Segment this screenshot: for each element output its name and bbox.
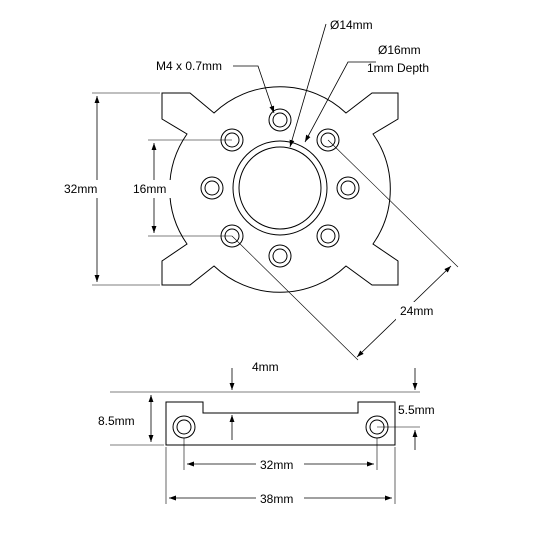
counterbore-depth-label: 1mm Depth [367,61,429,75]
hole-inner [272,112,288,128]
width-label: 38mm [260,492,293,506]
diagonal-label: 24mm [400,304,433,318]
bore-diameter-label: Ø14mm [330,18,373,32]
hole-inner [340,180,356,196]
tap-size-label: M4 x 0.7mm [156,59,222,73]
dim-hole-height-5-5: 5.5mm [377,403,435,450]
hole-inner [320,228,336,244]
inner-spacing-label: 16mm [133,182,166,196]
side-body [165,401,396,446]
hole-inner [204,180,220,196]
dim-diagonal-24: 24mm [231,139,459,361]
side-height-label: 8.5mm [98,414,135,428]
counterbore-diameter-label: Ø16mm [378,43,421,57]
dim-height-8-5: 8.5mm [98,391,183,446]
dim-spacing-16: 16mm [130,139,232,237]
side-view: 4mm 8.5mm 5.5mm 32mm [98,360,435,506]
hole-spacing-label: 32mm [260,458,293,472]
callout-bore: Ø14mm [289,18,373,148]
hole-inner [272,248,288,264]
dim-height-32: 32mm [60,92,160,286]
hole-height-label: 5.5mm [398,403,435,417]
dim-hole-spacing-32: 32mm [183,438,378,472]
height-label: 32mm [64,182,97,196]
dim-width-38: 38mm [165,447,396,506]
dim-thickness-4: 4mm [183,360,420,440]
bore-circle [238,146,322,230]
side-hole-inner [176,419,192,435]
callout-tap: M4 x 0.7mm [156,59,275,114]
callout-counterbore: Ø16mm 1mm Depth [304,43,429,143]
top-view: 32mm 16mm 24mm Ø14mm Ø16mm 1mm Depth [60,18,459,361]
thickness-label: 4mm [252,360,279,374]
